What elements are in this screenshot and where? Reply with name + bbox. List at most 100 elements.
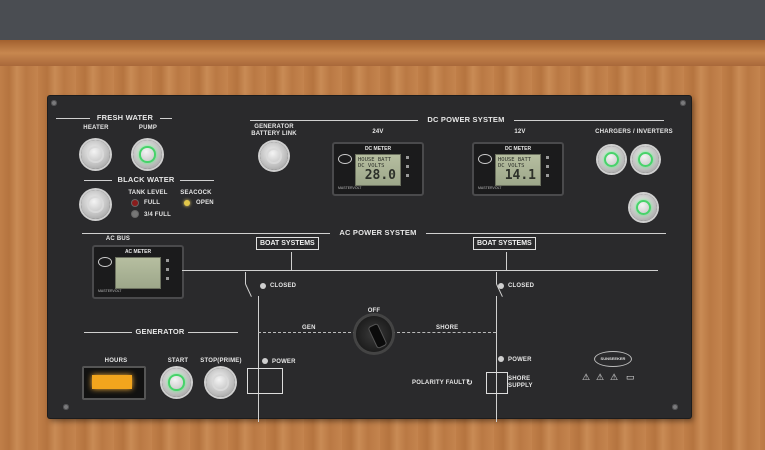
dc-power-title: DC POWER SYSTEM (427, 115, 505, 124)
divider (291, 252, 292, 270)
ac-meter-display (115, 257, 161, 289)
divider (84, 180, 112, 181)
dc-meter-24v-display: HOUSE BATT DC VOLTS 28.0 (355, 154, 401, 186)
tank-three-quarter-label: 3/4 FULL (144, 212, 171, 218)
lcd-value: 14.1 (504, 168, 536, 183)
warning-triangle-icon: ⚠ (582, 372, 591, 382)
divider (258, 296, 259, 422)
gen-breaker-switch (245, 283, 252, 297)
dc-24v-label: 24V (372, 129, 384, 135)
shore-closed-led (498, 283, 504, 289)
mastervolt-logo-icon (478, 154, 492, 164)
wood-trim (0, 40, 765, 66)
meter-buttons[interactable] (406, 156, 409, 183)
pump-button[interactable] (133, 140, 162, 169)
generator-battery-link-button[interactable] (260, 142, 288, 170)
dc-meter-12v-title: DC METER (504, 146, 532, 152)
start-label: START (167, 358, 189, 364)
divider (160, 118, 172, 119)
tank-three-quarter-led (132, 211, 138, 217)
shore-power-led (498, 356, 504, 362)
meter-buttons[interactable] (166, 259, 169, 286)
divider (245, 272, 246, 284)
screw (672, 404, 678, 410)
divider (496, 296, 497, 422)
shore-power-label: POWER (508, 357, 532, 363)
gen-dashed-line (258, 332, 356, 333)
meter-brand: MASTERVOLT (338, 186, 362, 190)
inverter-button[interactable] (630, 194, 657, 221)
screw (51, 100, 57, 106)
generator-start-button[interactable] (162, 368, 191, 397)
mastervolt-logo-icon (338, 154, 352, 164)
lcd-line2: DC VOLTS (498, 163, 525, 169)
meter-brand: MASTERVOLT (478, 186, 502, 190)
lcd-value: 28.0 (364, 168, 396, 183)
chargers-inverters-label: CHARGERS / INVERTERS (595, 129, 673, 135)
tank-level-label: TANK LEVEL (128, 190, 168, 196)
ac-source-selector-knob[interactable] (356, 316, 392, 352)
generator-battery-link-label: GENERATOR BATTERY LINK (251, 124, 297, 137)
boat-systems-right-label: BOAT SYSTEMS (473, 237, 536, 250)
divider (56, 118, 90, 119)
read-manual-book-icon: ▭ (626, 372, 635, 382)
dc-meter-12v: DC METER HOUSE BATT DC VOLTS 14.1 MASTER… (472, 142, 564, 196)
gen-power-led (262, 358, 268, 364)
charger-button-1[interactable] (598, 146, 625, 173)
dc-meter-24v-title: DC METER (364, 146, 392, 152)
seacock-open-led (184, 200, 190, 206)
gen-closed-led (260, 283, 266, 289)
meter-buttons[interactable] (546, 156, 549, 183)
hour-meter-display (92, 375, 132, 389)
hour-meter (82, 366, 146, 400)
polarity-fault-indicator-icon: ↻ (466, 378, 473, 387)
seacock-open-label: OPEN (196, 200, 214, 206)
screw (63, 404, 69, 410)
mastervolt-logo-icon (98, 257, 112, 267)
divider (250, 120, 418, 121)
divider (496, 272, 497, 284)
shore-supply-label: SHORE SUPPLY (508, 376, 533, 389)
heater-button[interactable] (81, 140, 110, 169)
tank-full-label: FULL (144, 200, 161, 206)
meter-brand: MASTERVOLT (98, 289, 122, 293)
ac-meter-title: AC METER (124, 249, 152, 255)
screw (680, 100, 686, 106)
shore-label: SHORE (436, 325, 459, 331)
generator-title: GENERATOR (135, 327, 185, 336)
ac-bus-line (182, 270, 658, 271)
fresh-water-title: FRESH WATER (96, 113, 154, 122)
generator-stop-button[interactable] (206, 368, 235, 397)
divider (514, 120, 664, 121)
black-water-title: BLACK WATER (117, 175, 175, 184)
ac-meter: AC METER MASTERVOLT (92, 245, 184, 299)
divider (426, 233, 666, 234)
boat-systems-left-label: BOAT SYSTEMS (256, 237, 319, 250)
dc-meter-24v: DC METER HOUSE BATT DC VOLTS 28.0 MASTER… (332, 142, 424, 196)
off-label: OFF (367, 308, 381, 314)
gen-label: GEN (302, 325, 316, 331)
stop-prime-label: STOP(PRIME) (200, 358, 242, 364)
electrical-control-panel: FRESH WATER HEATER PUMP BLACK WATER TANK… (48, 96, 691, 422)
divider (506, 252, 507, 270)
black-water-button[interactable] (81, 190, 110, 219)
knob-pointer (367, 322, 388, 350)
lcd-line1: HOUSE BATT (358, 157, 392, 163)
polarity-fault-label: POLARITY FAULT (412, 380, 466, 386)
dc-12v-label: 12V (514, 129, 526, 135)
divider (180, 180, 214, 181)
charger-button-2[interactable] (632, 146, 659, 173)
shore-closed-label: CLOSED (508, 283, 535, 289)
lcd-line2: DC VOLTS (358, 163, 385, 169)
divider (188, 332, 238, 333)
lcd-line1: HOUSE BATT (498, 157, 532, 163)
sunseeker-badge: SUNSEEKER (594, 351, 632, 367)
caution-icon: ⚠ (610, 372, 619, 382)
dc-meter-12v-display: HOUSE BATT DC VOLTS 14.1 (495, 154, 541, 186)
divider (82, 233, 330, 234)
shore-supply-icon (486, 372, 508, 394)
ac-power-title: AC POWER SYSTEM (339, 228, 417, 237)
pump-label: PUMP (138, 125, 158, 131)
wall-top (0, 0, 765, 42)
gen-power-label: POWER (272, 359, 296, 365)
